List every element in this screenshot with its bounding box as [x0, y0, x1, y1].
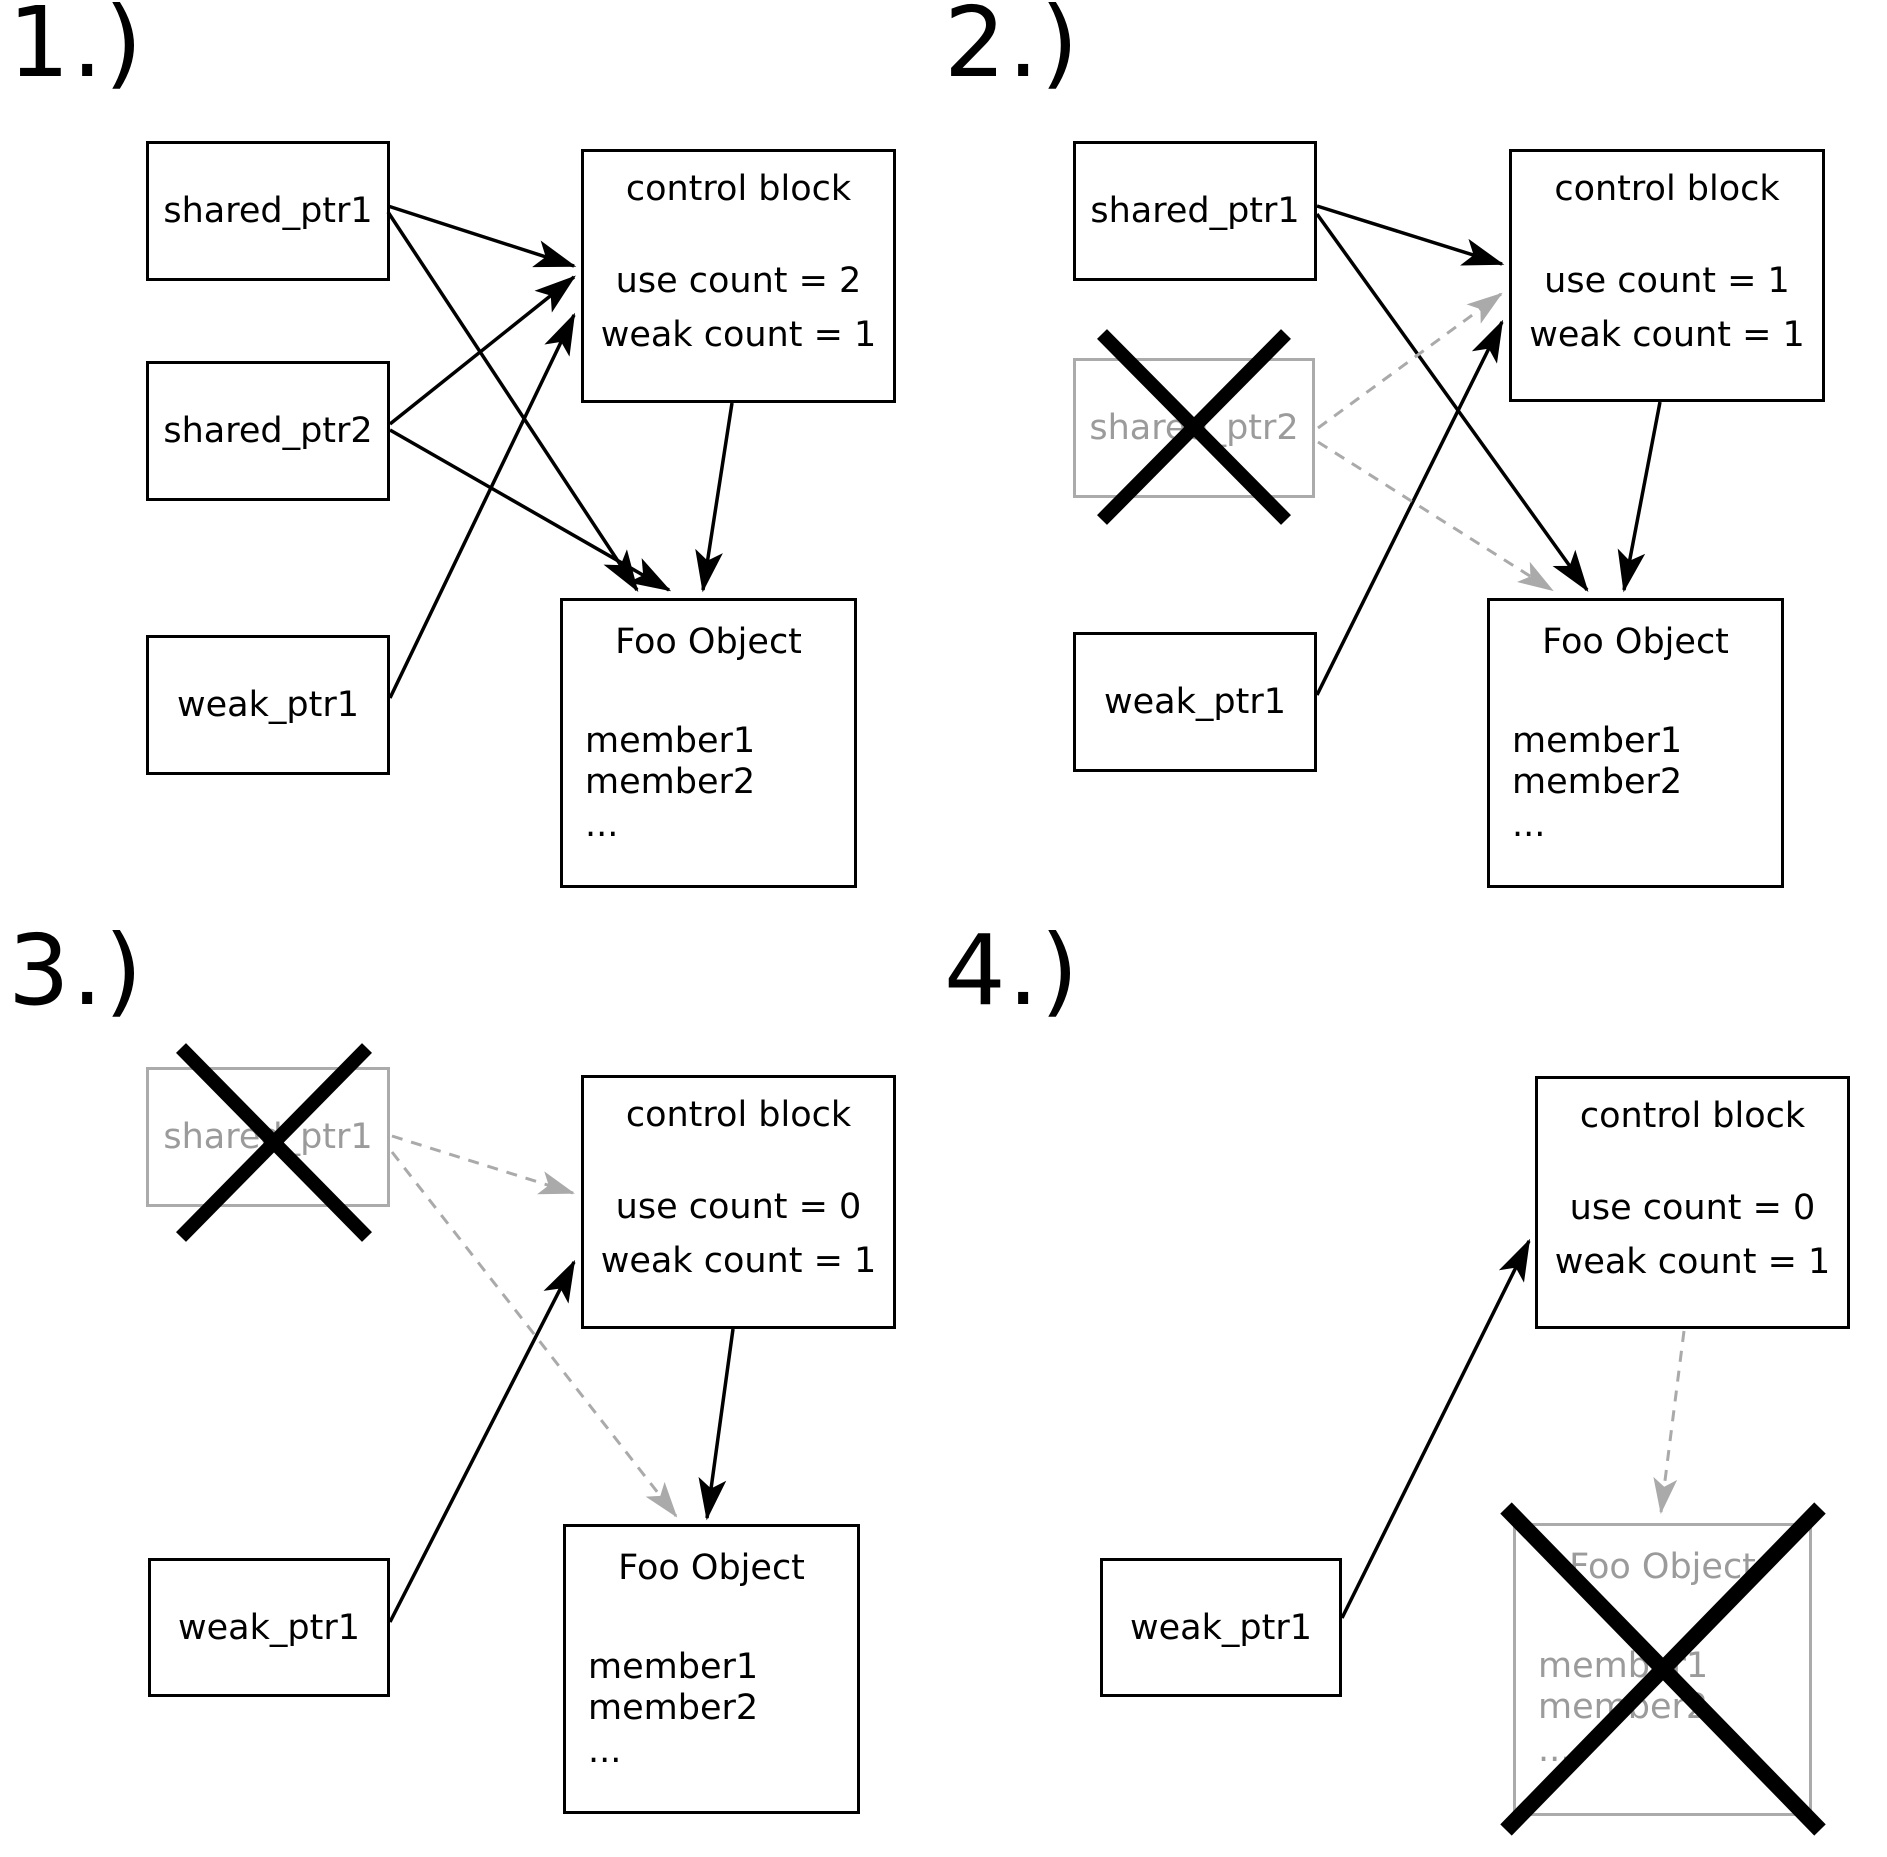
- arrow-p2-sharedptr2-to-controlblock-dashed: [1317, 292, 1503, 430]
- panel3-shared-ptr1-label: shared_ptr1: [163, 1117, 373, 1157]
- panel2-weak-ptr1-box: weak_ptr1: [1073, 632, 1317, 772]
- arrow-p1-sharedptr2-to-controlblock: [388, 275, 576, 426]
- panel4-weak-ptr1-box: weak_ptr1: [1100, 1558, 1342, 1697]
- weak-count-value: weak count = 1: [600, 1241, 877, 1281]
- panel1-shared-ptr2-box: shared_ptr2: [146, 361, 390, 501]
- use-count-value: use count = 0: [615, 1187, 862, 1227]
- panel4-foo-object-box-deleted: Foo Object member1 member2 ...: [1513, 1523, 1812, 1816]
- control-block-title: control block: [625, 1095, 852, 1135]
- panel3-foo-object-box: Foo Object member1 member2 ...: [563, 1524, 860, 1814]
- panel1-shared-ptr2-label: shared_ptr2: [163, 411, 373, 451]
- panel1-control-block-box: control block use count = 2 weak count =…: [581, 149, 896, 403]
- arrow-p3-sharedptr1-to-controlblock-dashed: [391, 1134, 576, 1195]
- foo-ellipsis: ...: [1538, 1730, 1572, 1770]
- panel3-weak-ptr1-box: weak_ptr1: [148, 1558, 390, 1697]
- panel1-shared-ptr1-label: shared_ptr1: [163, 191, 373, 231]
- panel-1-label: 1.): [8, 0, 145, 99]
- foo-object-title: Foo Object: [1569, 1547, 1756, 1587]
- foo-object-title: Foo Object: [1542, 622, 1729, 662]
- panel2-control-block-box: control block use count = 1 weak count =…: [1509, 149, 1825, 402]
- arrow-p1-sharedptr1-to-controlblock: [387, 204, 577, 268]
- foo-member1: member1: [585, 721, 756, 761]
- weak-count-value: weak count = 1: [1554, 1242, 1831, 1282]
- panel4-control-block-box: control block use count = 0 weak count =…: [1535, 1076, 1850, 1329]
- arrow-p1-weakptr1-to-controlblock: [388, 312, 576, 699]
- foo-member1: member1: [1512, 721, 1683, 761]
- arrow-p2-weakptr1-to-controlblock: [1315, 319, 1504, 696]
- foo-member2: member2: [585, 762, 756, 802]
- foo-ellipsis: ...: [1512, 805, 1546, 845]
- panel3-weak-ptr1-label: weak_ptr1: [178, 1607, 360, 1648]
- panel2-weak-ptr1-label: weak_ptr1: [1104, 682, 1286, 722]
- panel4-weak-ptr1-label: weak_ptr1: [1130, 1607, 1312, 1648]
- arrow-p2-controlblock-to-foo: [1617, 401, 1662, 593]
- foo-object-title: Foo Object: [615, 622, 802, 662]
- arrow-p2-sharedptr1-to-controlblock: [1316, 204, 1505, 266]
- foo-member2: member2: [1512, 762, 1683, 802]
- control-block-title: control block: [1579, 1096, 1806, 1136]
- control-block-title: control block: [625, 169, 852, 209]
- foo-member2: member2: [1538, 1687, 1709, 1727]
- arrow-p2-sharedptr2-to-foo-dashed: [1317, 440, 1554, 592]
- panel2-shared-ptr2-box-deleted: shared_ptr2: [1073, 358, 1315, 498]
- panel2-shared-ptr1-box: shared_ptr1: [1073, 141, 1317, 281]
- arrow-p3-weakptr1-to-controlblock: [388, 1259, 576, 1623]
- panel2-shared-ptr2-label: shared_ptr2: [1089, 408, 1299, 448]
- foo-member1: member1: [1538, 1646, 1709, 1686]
- control-block-title: control block: [1554, 169, 1780, 209]
- panel1-weak-ptr1-box: weak_ptr1: [146, 635, 390, 775]
- foo-object-title: Foo Object: [618, 1548, 805, 1588]
- use-count-value: use count = 1: [1544, 261, 1790, 301]
- foo-ellipsis: ...: [585, 805, 619, 845]
- panel1-shared-ptr1-box: shared_ptr1: [146, 141, 390, 281]
- weak-count-value: weak count = 1: [600, 315, 877, 355]
- arrow-p3-controlblock-to-foo: [698, 1328, 735, 1521]
- arrow-p1-sharedptr2-to-foo: [389, 428, 672, 592]
- use-count-value: use count = 0: [1569, 1188, 1816, 1228]
- use-count-value: use count = 2: [615, 261, 862, 301]
- weak-count-value: weak count = 1: [1529, 315, 1805, 355]
- panel3-control-block-box: control block use count = 0 weak count =…: [581, 1075, 896, 1329]
- panel3-shared-ptr1-box-deleted: shared_ptr1: [146, 1067, 390, 1207]
- arrow-p4-weakptr1-to-controlblock: [1340, 1238, 1531, 1619]
- panel2-foo-object-box: Foo Object member1 member2 ...: [1487, 598, 1784, 888]
- arrow-p1-controlblock-to-foo: [695, 402, 734, 593]
- foo-member2: member2: [588, 1688, 759, 1728]
- foo-ellipsis: ...: [588, 1731, 622, 1771]
- panel-4-label: 4.): [944, 914, 1081, 1027]
- panel-3-label: 3.): [8, 914, 145, 1027]
- foo-member1: member1: [588, 1647, 759, 1687]
- panel-2-label: 2.): [944, 0, 1081, 99]
- panel2-shared-ptr1-label: shared_ptr1: [1090, 191, 1300, 231]
- arrow-p4-controlblock-to-foo-dashed: [1653, 1330, 1686, 1515]
- panel1-foo-object-box: Foo Object member1 member2 ...: [560, 598, 857, 888]
- panel1-weak-ptr1-label: weak_ptr1: [177, 685, 359, 725]
